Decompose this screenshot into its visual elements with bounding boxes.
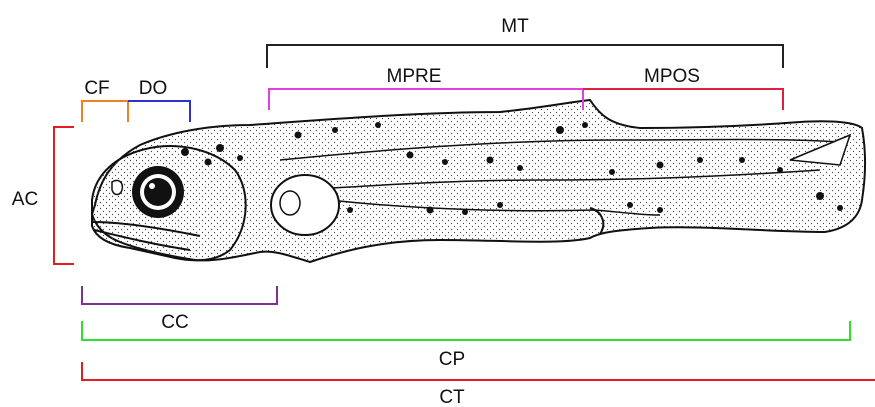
cc-bracket <box>82 286 277 304</box>
larva-drawing <box>92 100 865 262</box>
label-mt: MT <box>501 16 529 37</box>
label-cf: CF <box>84 78 109 99</box>
cf-bracket <box>82 101 128 122</box>
label-mpos: MPOS <box>644 66 700 87</box>
eye-pupil <box>144 178 172 206</box>
label-ct: CT <box>439 387 465 407</box>
label-ac: AC <box>12 189 38 210</box>
label-cp: CP <box>439 349 465 370</box>
pectoral-fin-base <box>280 191 300 215</box>
label-mpre: MPRE <box>387 66 442 87</box>
eye-highlight <box>149 183 155 189</box>
label-do: DO <box>139 78 168 99</box>
ct-bracket <box>82 362 875 380</box>
ac-bracket <box>54 127 74 264</box>
do-bracket <box>128 101 190 122</box>
mt-bracket <box>267 45 783 68</box>
cp-bracket <box>82 321 850 340</box>
mpos-bracket <box>583 89 783 110</box>
snout-detail <box>112 180 122 194</box>
label-cc: CC <box>161 312 188 333</box>
